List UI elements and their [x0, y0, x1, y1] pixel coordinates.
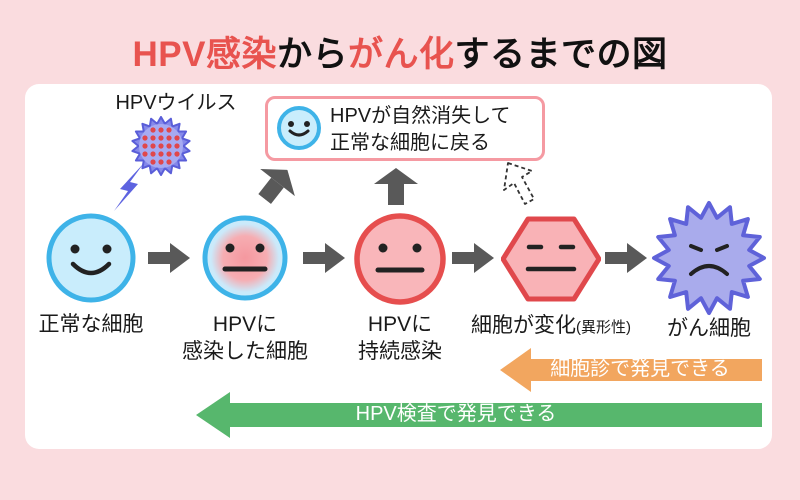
title-seg-diagram: するまでの図 — [454, 35, 668, 74]
hpv-infected-cell-icon — [202, 215, 288, 301]
title-seg-cancerization: がん化 — [347, 35, 455, 74]
callout-box: HPVが自然消失して 正常な細胞に戻る — [265, 96, 545, 161]
lightning-icon — [114, 163, 144, 211]
hpv-test-arrow-shape — [196, 392, 762, 438]
callout-line1: HPVが自然消失して — [330, 105, 511, 127]
dysplasia-label: 細胞が変化(異形性) — [471, 314, 631, 337]
recovery-arrow-from-persistent-icon — [374, 168, 418, 205]
virus-dots — [142, 127, 180, 165]
cancer-cell-label: がん細胞 — [667, 317, 751, 340]
page-title: HPV感染からがん化するまでの図 — [0, 26, 800, 77]
progression-arrow-2-icon — [303, 243, 345, 273]
hpv-test-arrow-label: HPV検査で発見できる — [355, 403, 557, 425]
normal-cell-icon — [46, 213, 136, 303]
callout-line2: 正常な細胞に戻る — [330, 132, 490, 154]
persistent-infection-label: HPVに 持続感染 — [358, 313, 442, 363]
callout-text: HPVが自然消失して 正常な細胞に戻る — [330, 103, 511, 157]
hpv-virus-icon — [131, 116, 191, 176]
progression-arrow-4-icon — [605, 243, 647, 273]
title-seg-kara: から — [276, 35, 348, 74]
title-seg-hpv-infection: HPV感染 — [132, 35, 277, 74]
callout-smiley-icon — [277, 106, 321, 150]
hpv-test-detection-arrow: HPV検査で発見できる — [196, 390, 762, 440]
progression-arrow-3-icon — [452, 243, 494, 273]
cytology-arrow-shape — [500, 348, 762, 392]
dysplasia-label-suffix: (異形性) — [576, 319, 631, 336]
cytology-arrow-label: 細胞診で発見できる — [550, 358, 730, 380]
infected-cell-label: HPVに 感染した細胞 — [182, 313, 308, 363]
progression-arrow-1-icon — [148, 243, 190, 273]
dashed-arrow-cursor-icon — [503, 162, 535, 205]
cytology-detection-arrow: 細胞診で発見できる — [500, 347, 762, 393]
virus-label: HPVウイルス — [115, 92, 237, 114]
recovery-arrow-from-infected-icon — [258, 168, 295, 205]
persistent-infection-cell-icon — [354, 213, 446, 305]
cancer-cell-icon — [652, 201, 766, 315]
dysplasia-cell-icon — [501, 216, 601, 302]
normal-cell-label: 正常な細胞 — [38, 313, 144, 336]
